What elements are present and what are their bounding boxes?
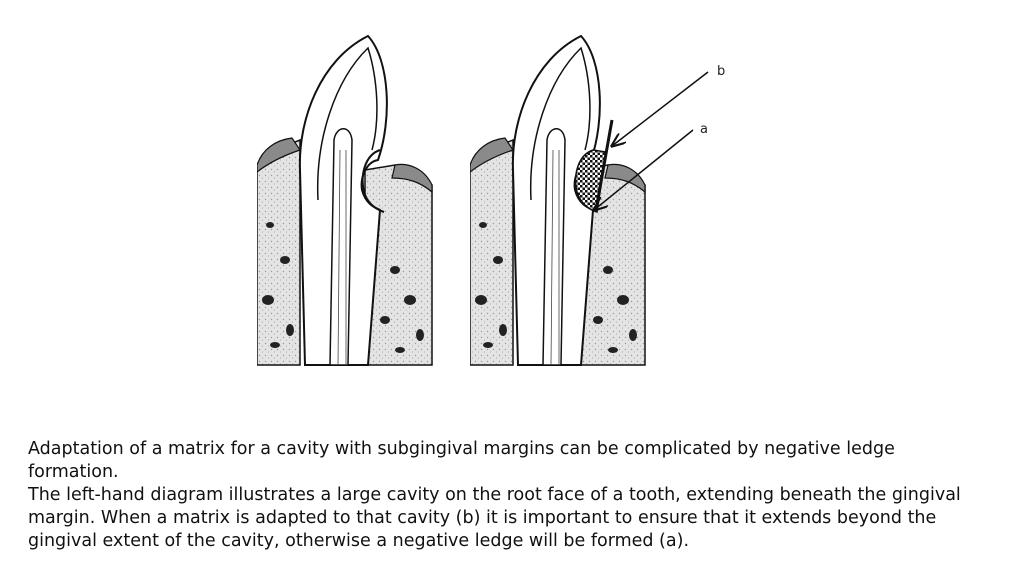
tooth-cavity-diagram: b a (257, 34, 725, 366)
left-pulp-canal (329, 128, 353, 366)
right-pulp-canal (542, 128, 566, 366)
caption-line-2: The left-hand diagram illustrates a larg… (28, 485, 961, 528)
right-tooth-diagram (470, 34, 646, 366)
label-b: b (717, 64, 725, 79)
arrow-b (612, 71, 709, 146)
caption-line-1: Adaptation of a matrix for a cavity with… (28, 439, 895, 482)
arrow-a (594, 129, 694, 210)
label-a: a (700, 122, 708, 137)
left-cavity (361, 149, 385, 213)
caption-line-3: gingival extent of the cavity, otherwise… (28, 531, 690, 551)
figure-caption: Adaptation of a matrix for a cavity with… (28, 438, 988, 553)
left-tooth-diagram (257, 34, 433, 366)
